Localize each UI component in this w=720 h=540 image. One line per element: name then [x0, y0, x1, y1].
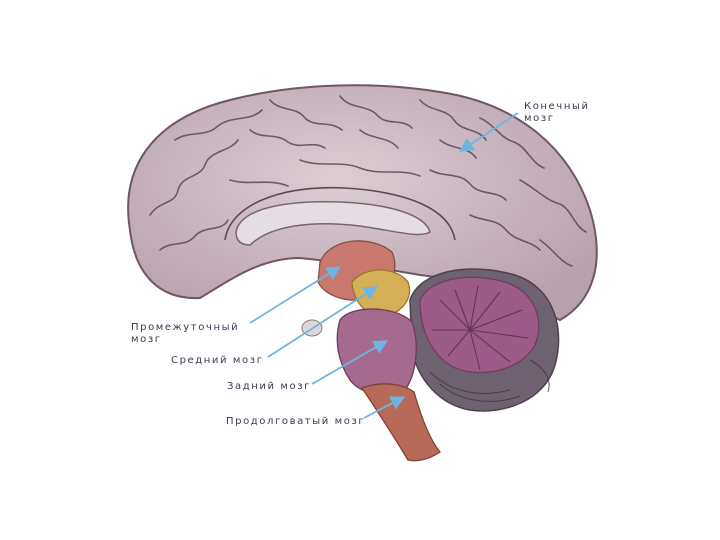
label-telencephalon-line-1: Конечный	[524, 101, 590, 113]
label-medulla: Продолговатый мозг	[226, 416, 365, 428]
label-midbrain: Средний мозг	[171, 355, 264, 367]
pons	[337, 309, 416, 395]
label-diencephalon: Промежуточный мозг	[131, 322, 239, 346]
cerebellum	[410, 269, 559, 411]
label-hindbrain: Задний мозг	[227, 381, 311, 393]
label-diencephalon-line-1: Промежуточный	[131, 322, 239, 334]
label-diencephalon-line-2: мозг	[131, 334, 239, 346]
leader-line-diencephalon	[250, 268, 338, 323]
label-telencephalon-line-2: мозг	[524, 113, 590, 125]
label-telencephalon: Конечный мозг	[524, 101, 590, 125]
medulla-oblongata	[362, 384, 440, 461]
